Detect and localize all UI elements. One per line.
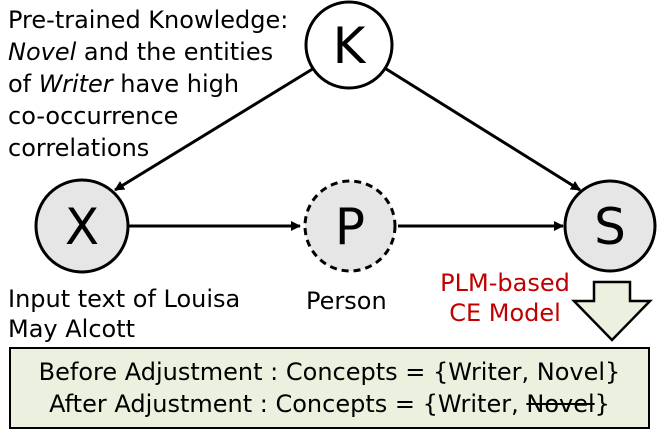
plm-line-2: CE Model — [449, 299, 561, 327]
note-novel: Novel — [8, 38, 77, 66]
node-x: X — [34, 178, 130, 274]
input-text-label: Input text of Louisa May Alcott — [8, 284, 240, 344]
before-adjustment-line: Before Adjustment : Concepts = {Writer, … — [38, 358, 621, 386]
node-x-label: X — [65, 198, 99, 256]
node-k-label: K — [333, 17, 367, 75]
after-adjustment-line: After Adjustment : Concepts = {Writer, N… — [11, 389, 648, 419]
note-line-3-rest: have high — [112, 70, 240, 98]
input-line-1: Input text of Louisa — [8, 285, 241, 313]
input-line-2: May Alcott — [8, 315, 136, 343]
note-line-4: co-occurrence — [8, 102, 179, 130]
edge-k-to-x — [114, 60, 325, 192]
note-line-5: correlations — [8, 134, 150, 162]
edge-k-to-s — [374, 60, 581, 192]
node-s-label: S — [594, 198, 626, 256]
node-s: S — [563, 179, 657, 273]
note-writer: Writer — [38, 70, 113, 98]
plm-model-label: PLM-based CE Model — [440, 268, 570, 328]
plm-line-1: PLM-based — [440, 269, 570, 297]
after-prefix: After Adjustment : Concepts = {Writer, — [49, 390, 527, 418]
node-p: P — [303, 179, 397, 273]
note-line-3-pre: of — [8, 70, 39, 98]
note-line-2-rest: and the entities — [76, 38, 274, 66]
person-label: Person — [306, 287, 387, 315]
down-arrow-icon — [571, 280, 653, 342]
node-k: K — [304, 0, 394, 90]
knowledge-note: Pre-trained Knowledge: Novel and the ent… — [8, 4, 308, 164]
node-p-label: P — [335, 198, 365, 256]
after-suffix: } — [594, 390, 610, 418]
note-line-3: of Writer have high — [8, 68, 308, 100]
note-line-2: Novel and the entities — [8, 36, 308, 68]
note-line-1: Pre-trained Knowledge: — [8, 6, 289, 34]
result-box: Before Adjustment : Concepts = {Writer, … — [9, 347, 650, 429]
after-struck-concept: Novel — [526, 390, 595, 418]
